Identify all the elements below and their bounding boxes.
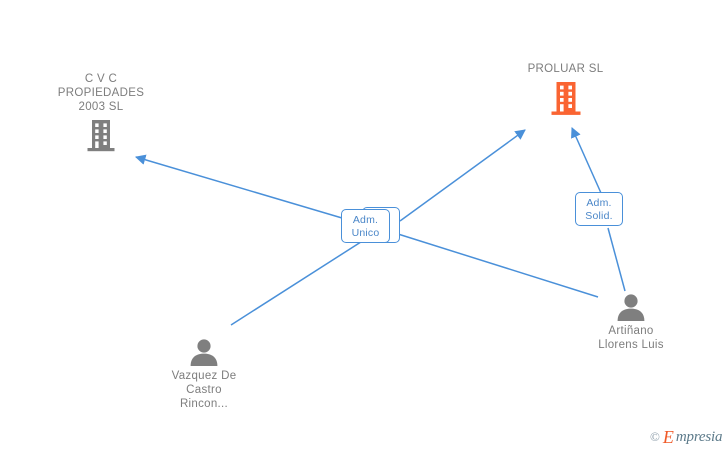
node-artinano-llorens-luis-icon-wrap	[577, 293, 685, 321]
node-artinano-llorens-luis-label: Artiñano Llorens Luis	[598, 325, 664, 351]
edge-vazquez-to-admunico	[230, 239, 365, 326]
person-icon	[617, 294, 645, 321]
node-proluar-sl-icon-wrap	[498, 80, 633, 116]
building-icon	[87, 120, 115, 152]
node-vazquez-de-castro-rincon-label: Vazquez De Castro Rincon...	[171, 370, 237, 410]
node-cvc-propiedades-label: C V C PROPIEDADES 2003 SL	[57, 73, 145, 113]
edge-artinano-to-admsolid	[607, 227, 626, 292]
edge-admunico-to-proluar	[399, 129, 526, 222]
node-proluar-sl[interactable]: PROLUAR SL	[498, 62, 633, 116]
node-proluar-sl-label: PROLUAR SL	[527, 63, 604, 75]
node-vazquez-de-castro-rincon-icon-wrap	[150, 338, 258, 366]
building-icon	[551, 82, 580, 115]
person-icon	[190, 339, 218, 366]
relation-chip-adm-solid[interactable]: Adm. Solid.	[575, 192, 623, 226]
brand-initial: E	[662, 427, 674, 447]
node-cvc-propiedades-icon-wrap	[40, 118, 162, 152]
node-artinano-llorens-luis[interactable]: Artiñano Llorens Luis	[577, 293, 685, 352]
brand-name: mpresia	[675, 428, 723, 445]
copyright-icon: ©	[650, 429, 660, 444]
edge-admsolid-to-proluar	[571, 127, 602, 194]
edge-artinano-to-admunico	[397, 233, 599, 298]
node-cvc-propiedades[interactable]: C V C PROPIEDADES 2003 SL	[40, 72, 162, 152]
edge-admunico-to-cvc	[134, 154, 343, 219]
relation-chip-adm-unico[interactable]: Adm. Unico	[341, 209, 390, 243]
empresia-watermark: © E mpresia	[650, 428, 722, 446]
node-vazquez-de-castro-rincon[interactable]: Vazquez De Castro Rincon...	[150, 338, 258, 411]
